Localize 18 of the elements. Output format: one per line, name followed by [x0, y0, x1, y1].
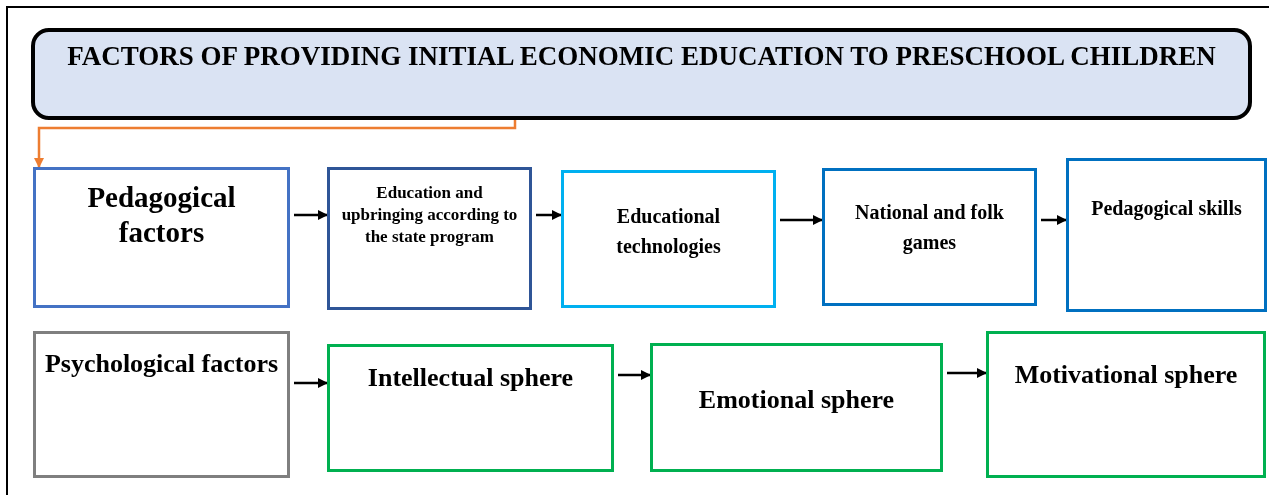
process-box: Pedagogical factors [33, 167, 290, 308]
arrow [294, 210, 328, 220]
arrow [947, 368, 987, 378]
process-box: Intellectual sphere [327, 344, 614, 472]
arrow [34, 120, 517, 168]
arrow [294, 378, 328, 388]
process-box: Educational technologies [561, 170, 776, 308]
arrow [618, 370, 651, 380]
process-box: National and folk games [822, 168, 1037, 306]
arrow [536, 210, 562, 220]
process-box: Education and upbringing according to the state program [327, 167, 532, 310]
arrow [1041, 215, 1067, 225]
arrow [780, 215, 823, 225]
process-box: Pedagogical skills [1066, 158, 1267, 312]
process-box: Emotional sphere [650, 343, 943, 472]
process-box: Motivational sphere [986, 331, 1266, 478]
title-box: FACTORS OF PROVIDING INITIAL ECONOMIC EDUCATION TO PRESCHOOL CHILDREN [31, 28, 1252, 120]
process-box: Psychological factors [33, 331, 290, 478]
